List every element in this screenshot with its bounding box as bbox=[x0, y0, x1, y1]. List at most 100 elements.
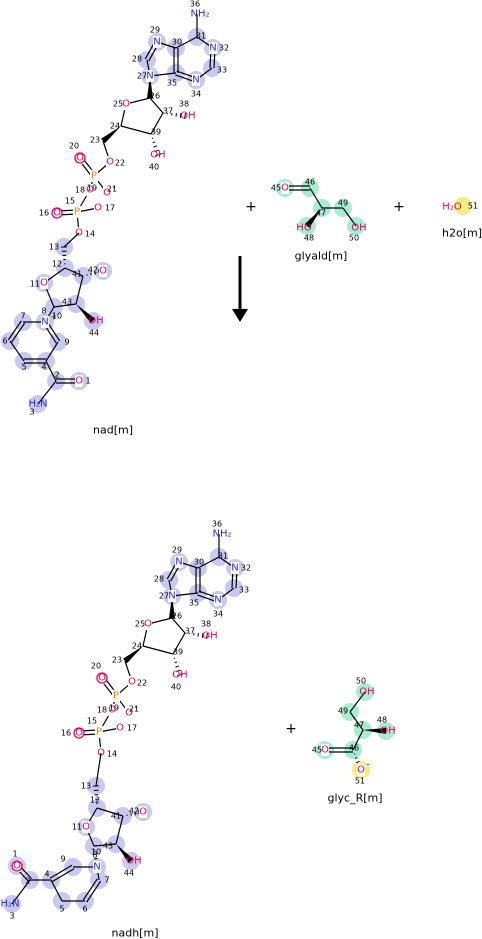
atom-index: 24 bbox=[110, 122, 120, 131]
atom-label: OH bbox=[380, 726, 395, 737]
glyc-r-label: glyc_R[m] bbox=[327, 792, 382, 805]
atom-index: 14 bbox=[107, 750, 117, 759]
atom-index: 30 bbox=[194, 558, 204, 567]
atom-label: O bbox=[94, 203, 102, 214]
label-backdrop bbox=[146, 70, 154, 82]
atom-label: N bbox=[209, 43, 216, 54]
atom-index: 19 bbox=[87, 184, 97, 193]
atom-index: 12 bbox=[90, 796, 100, 805]
atom-index: 38 bbox=[179, 100, 189, 109]
atom-label: NH₂ bbox=[212, 529, 231, 540]
atom-index: 21 bbox=[129, 705, 139, 714]
nad-label: nad[m] bbox=[93, 424, 133, 437]
atom-label: O bbox=[122, 99, 130, 110]
hash-bond bbox=[154, 153, 162, 157]
label-backdrop bbox=[99, 265, 107, 277]
label-backdrop bbox=[192, 74, 200, 86]
atom-index: 1 bbox=[12, 850, 17, 859]
atom-label: H₂N bbox=[0, 899, 19, 910]
atom-index: 35 bbox=[167, 79, 177, 88]
atom-index: 39 bbox=[151, 128, 161, 137]
reaction-arrow bbox=[232, 256, 248, 322]
plus-sign-2: + bbox=[393, 199, 405, 215]
label-backdrop bbox=[144, 618, 152, 630]
atom-index: 33 bbox=[217, 66, 227, 75]
atom-index: 40 bbox=[149, 163, 159, 172]
label-backdrop bbox=[75, 727, 83, 739]
atom-index: 23 bbox=[112, 656, 122, 665]
atom-label: OH bbox=[172, 670, 187, 681]
atom-label: O bbox=[116, 723, 124, 734]
label-backdrop bbox=[153, 36, 161, 48]
atom-label: OH bbox=[180, 111, 195, 122]
atom-index: 7 bbox=[104, 876, 109, 885]
atom-label: O bbox=[82, 822, 90, 833]
atom-label: O bbox=[125, 708, 133, 719]
bond-line bbox=[171, 592, 199, 597]
atom-label: O bbox=[75, 228, 83, 239]
bond-line bbox=[309, 187, 323, 209]
atom-label: O bbox=[108, 705, 116, 716]
atom-index: 12 bbox=[52, 260, 62, 269]
wedge-bond bbox=[101, 126, 121, 144]
atom-index: 47 bbox=[354, 721, 364, 730]
atom-label: O bbox=[139, 807, 147, 818]
charge-sign: - bbox=[113, 183, 116, 192]
atom-index: 31 bbox=[196, 32, 206, 41]
atom-index: 28 bbox=[154, 575, 164, 584]
atom-label: N bbox=[146, 71, 153, 82]
label-backdrop bbox=[98, 672, 106, 684]
atom-label: O bbox=[128, 677, 136, 688]
hash-bond bbox=[175, 665, 180, 668]
wedge-bond bbox=[147, 76, 153, 98]
atom-label: N bbox=[41, 317, 48, 328]
atom-index: 5 bbox=[21, 363, 26, 372]
atom-index: 43 bbox=[103, 842, 113, 851]
atom-label: OH bbox=[88, 316, 103, 327]
atom-index: 27 bbox=[137, 72, 147, 81]
atom-index: 1 bbox=[85, 377, 90, 386]
atom-index: 32 bbox=[241, 564, 251, 573]
bond-line bbox=[349, 711, 364, 731]
atom-index: 5 bbox=[59, 905, 64, 914]
atom-label: N bbox=[214, 595, 221, 606]
wedge-bond bbox=[304, 208, 322, 228]
label-backdrop bbox=[357, 764, 365, 776]
atom-label: HO bbox=[296, 223, 312, 234]
hash-bond bbox=[93, 857, 98, 860]
bond-line bbox=[197, 556, 220, 569]
atom-index: 44 bbox=[89, 329, 99, 338]
atom-label: OH bbox=[150, 150, 165, 161]
atom-index: 13 bbox=[49, 243, 59, 252]
atom-index: 36 bbox=[190, 0, 200, 9]
atom-index: 41 bbox=[72, 270, 82, 279]
bond-line bbox=[175, 36, 198, 49]
bond-line bbox=[142, 645, 174, 655]
bond-line bbox=[11, 879, 31, 905]
plus-sign-3: + bbox=[285, 721, 297, 737]
atom-index: 42 bbox=[129, 807, 139, 816]
atom-index: 51 bbox=[468, 202, 478, 211]
atom-label: O bbox=[106, 157, 114, 168]
label-backdrop bbox=[86, 184, 94, 196]
atom-index: 31 bbox=[218, 552, 228, 561]
wedge-bond bbox=[123, 646, 143, 664]
bond-line bbox=[37, 380, 57, 405]
atom-index: 16 bbox=[61, 729, 71, 738]
hash-bond bbox=[176, 673, 184, 677]
atom-index: 38 bbox=[201, 620, 211, 629]
atom-index: 28 bbox=[132, 55, 142, 64]
hash-bond bbox=[94, 271, 96, 275]
bond-line bbox=[149, 72, 177, 77]
atom-label: P bbox=[91, 171, 97, 182]
label-backdrop bbox=[73, 206, 81, 218]
atom-index: 3 bbox=[29, 408, 34, 417]
label-backdrop bbox=[231, 562, 239, 574]
atom-label: N bbox=[192, 75, 199, 86]
atom-index: 48 bbox=[377, 716, 387, 725]
label-backdrop bbox=[53, 207, 61, 219]
label-backdrop bbox=[108, 704, 116, 716]
atom-index: 42 bbox=[88, 266, 98, 275]
charge-sign: - bbox=[367, 760, 370, 769]
